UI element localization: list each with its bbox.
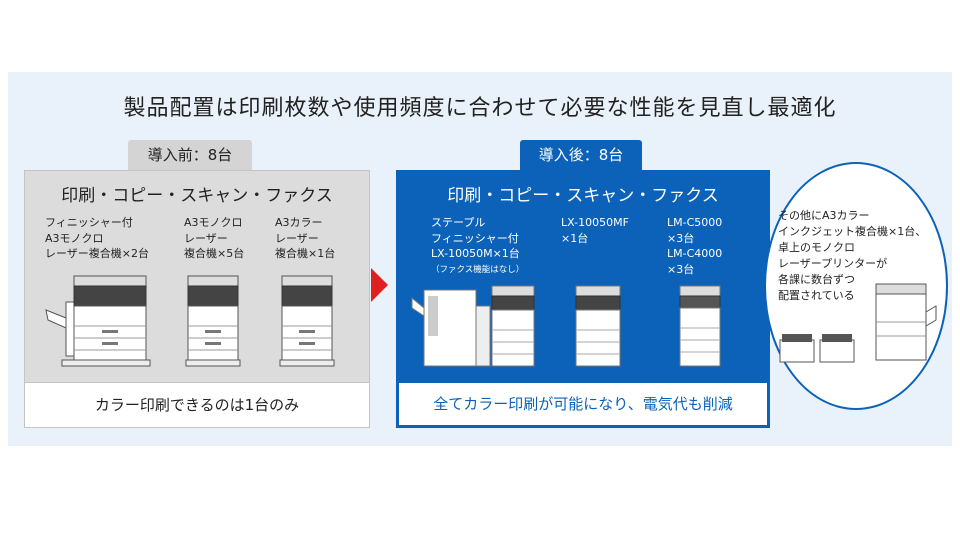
after-footer: 全てカラー印刷が可能になり、電気代も削減 xyxy=(399,383,767,425)
printer-icon xyxy=(575,285,621,367)
printer-icon xyxy=(679,285,721,367)
before-tag: 導入前：8台 xyxy=(128,140,252,170)
printer-icon xyxy=(875,283,937,361)
after-label-lx10050m: ステープル フィニッシャー付 LX-10050M×1台 xyxy=(431,216,520,260)
page-title: 製品配置は印刷枚数や使用頻度に合わせて必要な性能を見直し最適化 xyxy=(123,96,837,121)
before-footer: カラー印刷できるのは1台のみ xyxy=(25,382,369,427)
printer-icon xyxy=(45,275,151,367)
after-label-lx10050mf: LX-10050MF ×1台 xyxy=(561,216,629,245)
other-devices-text: その他にA3カラー インクジェット複合機×1台、 卓上のモノクロ レーザープリン… xyxy=(778,209,927,302)
printer-icon xyxy=(779,334,855,363)
after-heading: 印刷・コピー・スキャン・ファクス xyxy=(447,186,719,206)
after-note: （ファクス機能はなし） xyxy=(431,265,525,275)
before-label-color: A3カラー レーザー 複合機×1台 xyxy=(275,216,336,260)
after-tag: 導入後：8台 xyxy=(520,140,642,170)
printer-icon xyxy=(185,275,241,367)
arrow-right-icon xyxy=(371,268,388,302)
before-label-mono: A3モノクロ レーザー 複合機×5台 xyxy=(184,216,245,260)
printer-icon xyxy=(279,275,335,367)
before-heading: 印刷・コピー・スキャン・ファクス xyxy=(61,186,333,206)
after-label-lm: LM-C5000 ×3台 LM-C4000 ×3台 xyxy=(667,216,723,276)
before-label-finisher: フィニッシャー付 A3モノクロ レーザー複合機×2台 xyxy=(45,216,149,260)
printer-icon xyxy=(411,285,535,367)
